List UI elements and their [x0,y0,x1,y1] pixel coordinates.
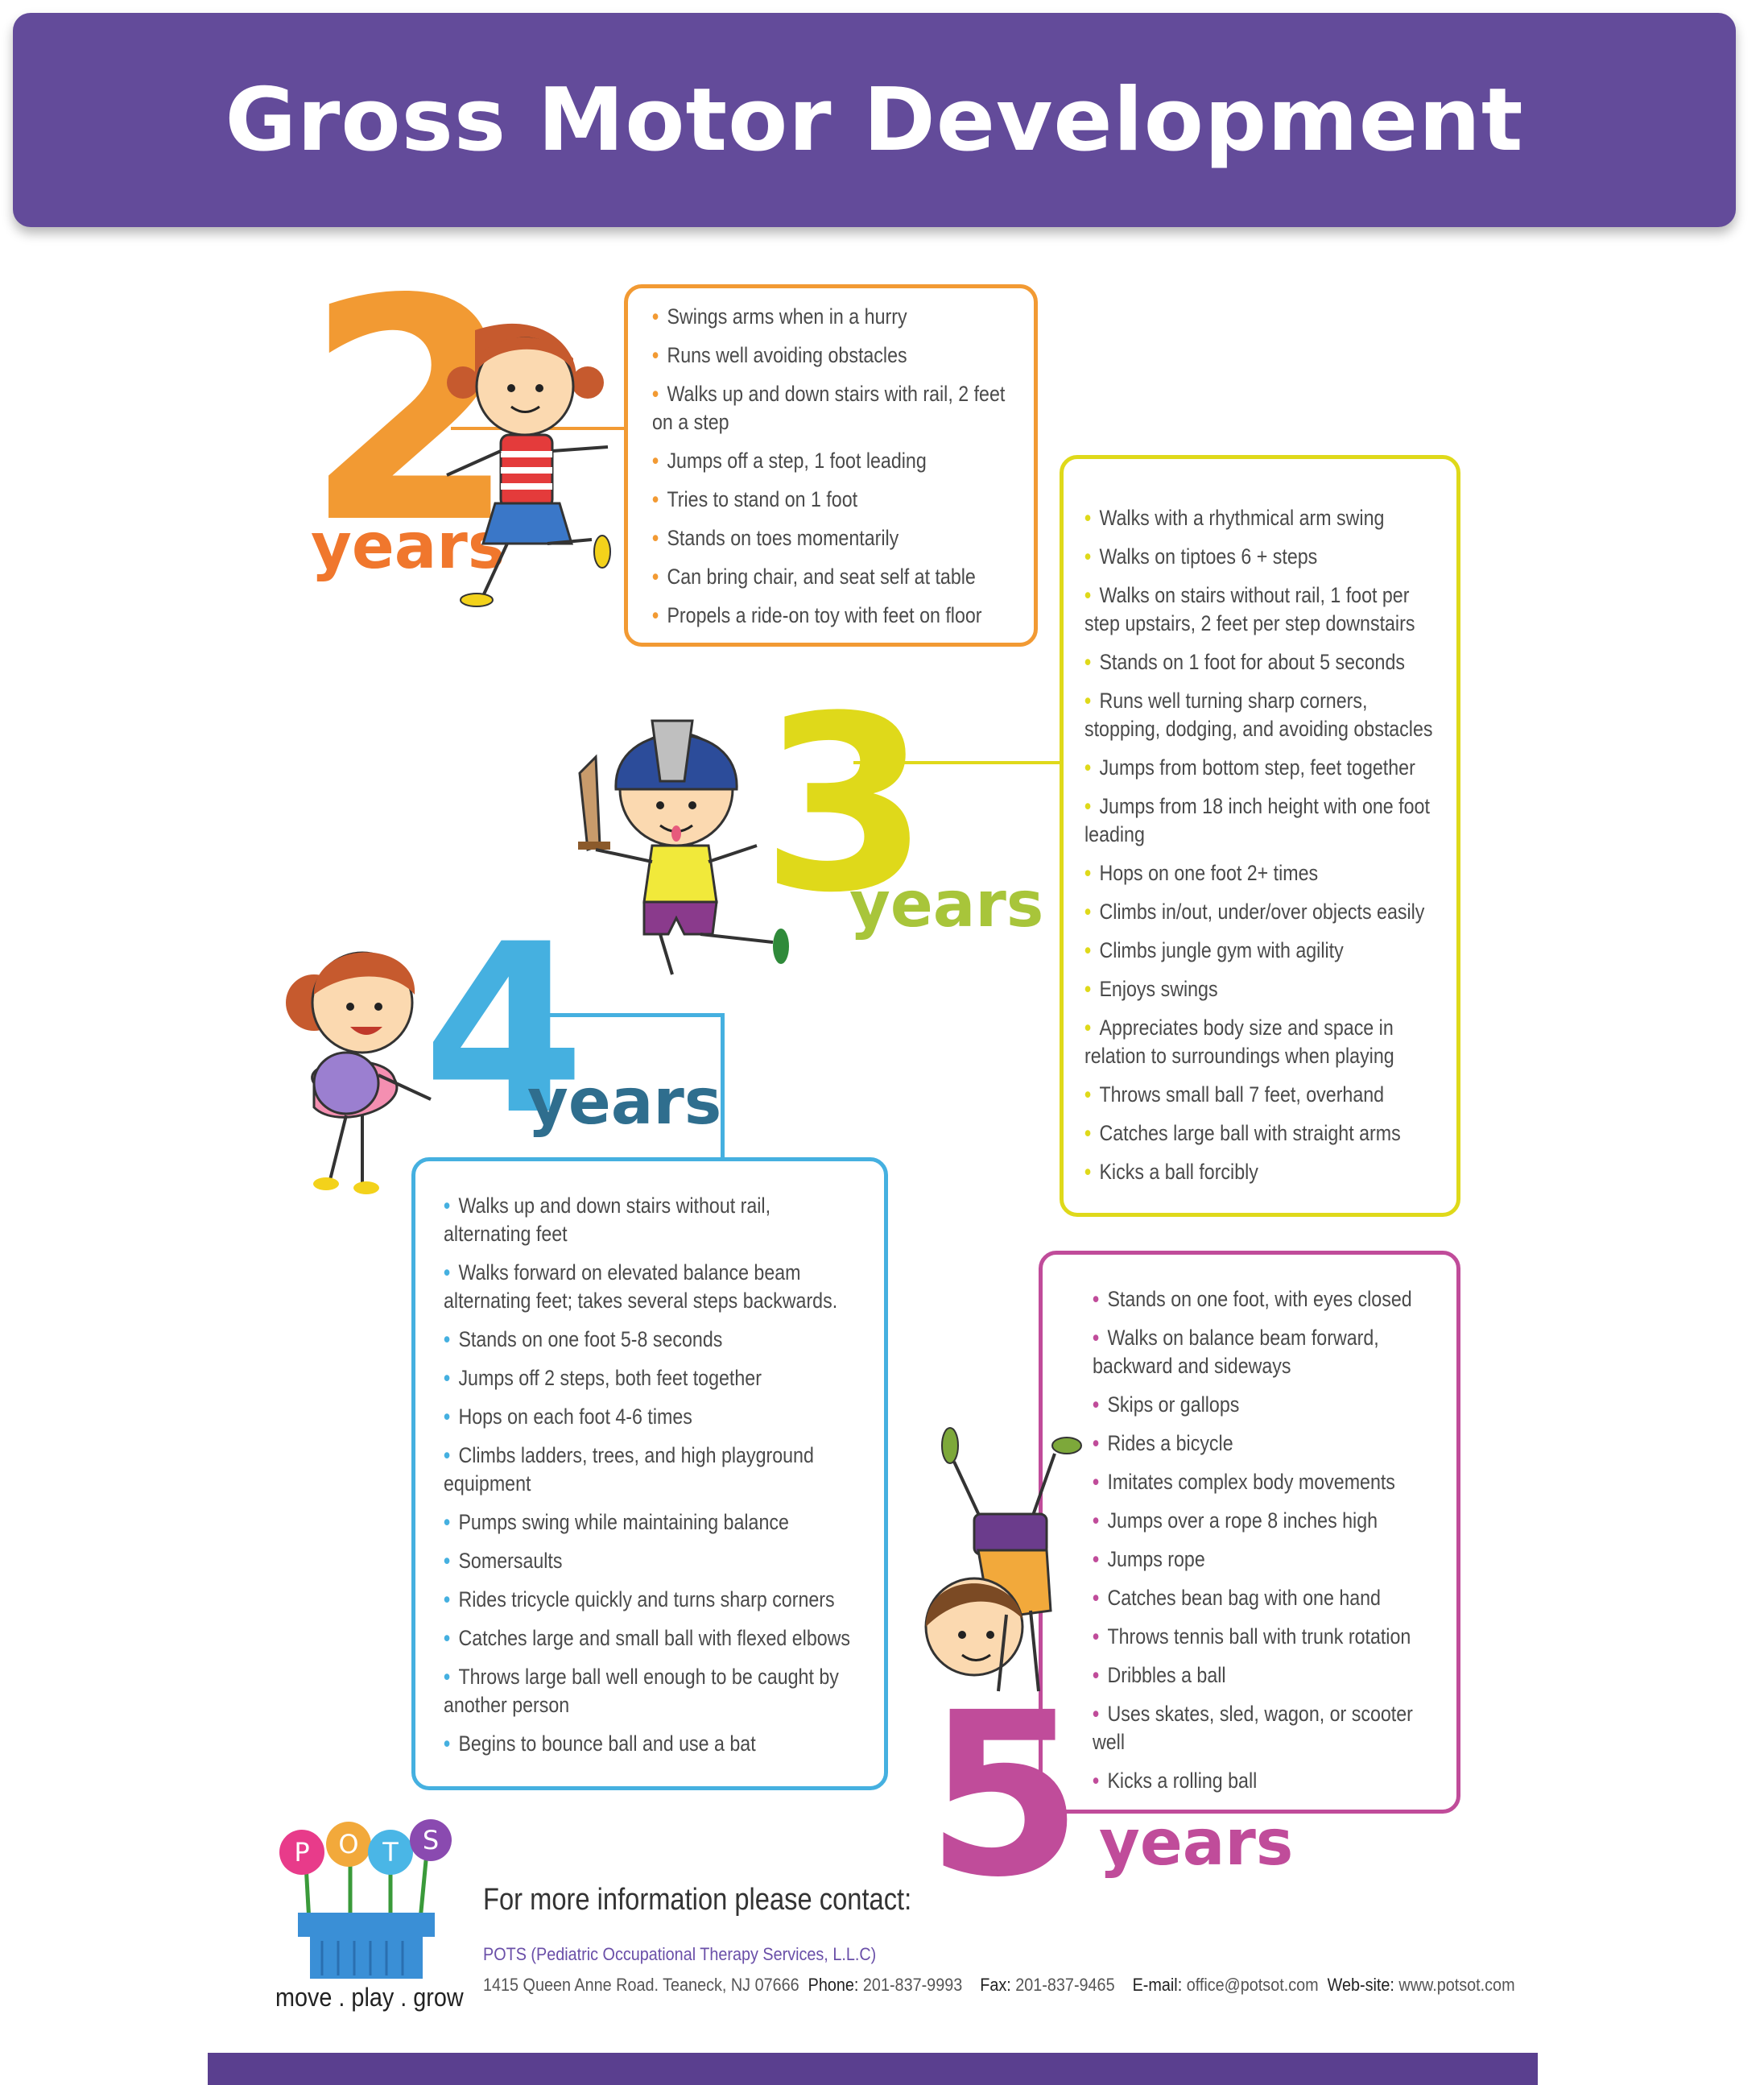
age-two-number: 2 [304,234,518,590]
list-item: •Imitates complex body movements [1093,1470,1395,1494]
list-item: •Can bring chair, and seat self at table [652,565,976,589]
age-three-skills-box: •Walks with a rhythmical arm swing •Walk… [1060,455,1460,1217]
age-three-number: 3 [761,664,929,945]
age-five-label: years [1099,1807,1294,1880]
email-label: E-mail: [1132,1975,1183,1995]
list-item: •Rides a bicycle [1093,1431,1233,1455]
list-item: •Catches bean bag with one hand [1093,1586,1381,1610]
pots-logo: P O T S [279,1819,452,1979]
list-item: •Catches large ball with straight arms [1084,1121,1401,1145]
list-item: •Tries to stand on 1 foot [652,487,858,511]
age-four-number: 4 [423,895,585,1166]
list-item: •Stands on one foot, with eyes closed [1093,1287,1412,1311]
age-two-label: years [311,511,506,583]
list-item: •Walks on tiptoes 6 + steps [1084,544,1318,569]
contact-org: POTS (Pediatric Occupational Therapy Ser… [483,1944,877,1964]
page-title: Gross Motor Development [225,69,1524,171]
list-item: •Stands on 1 foot for about 5 seconds [1084,650,1405,674]
list-item: •Somersaults [444,1549,563,1573]
boy-helmet-illustration [578,719,789,975]
footer-bar [208,2053,1538,2085]
list-item: •Jumps over a rope 8 inches high [1093,1508,1378,1533]
list-item: •Stands on toes momentarily [652,526,899,550]
list-item: •Jumps rope [1093,1547,1205,1571]
age-four-connector-side [721,1013,725,1158]
list-item: •Climbs ladders, trees, and high playgro… [444,1443,814,1495]
list-item: •Kicks a rolling ball [1093,1769,1258,1793]
list-item: •Propels a ride-on toy with feet on floo… [652,603,982,627]
logo-letter-p: P [294,1837,309,1868]
fax-number: 201-837-9465 [1015,1975,1115,1995]
list-item: •Pumps swing while maintaining balance [444,1510,789,1534]
list-item: •Walks up and down stairs with rail, 2 f… [652,382,1006,434]
list-item: •Hops on one foot 2+ times [1084,861,1319,885]
list-item: •Jumps off a step, 1 foot leading [652,449,927,473]
age-four-connector-top [515,1013,725,1017]
logo-letter-t: T [382,1837,399,1868]
list-item: •Jumps from 18 inch height with one foot… [1084,794,1430,846]
age-three-connector [853,761,1064,764]
email-link[interactable]: office@potsot.com [1186,1975,1319,1995]
list-item: •Rides tricycle quickly and turns sharp … [444,1587,835,1611]
list-item: •Throws small ball 7 feet, overhand [1084,1082,1385,1107]
logo-letter-o: O [338,1829,358,1860]
list-item: •Catches large and small ball with flexe… [444,1626,851,1650]
phone-label: Phone: [808,1975,859,1995]
list-item: •Walks on balance beam forward, backward… [1093,1326,1379,1378]
logo-letter-s: S [423,1825,439,1855]
list-item: •Throws tennis ball with trunk rotation [1093,1624,1411,1649]
age-four-skills-box: •Walks up and down stairs without rail, … [411,1157,888,1790]
list-item: •Climbs jungle gym with agility [1084,938,1344,962]
list-item: •Enjoys swings [1084,977,1218,1001]
list-item: •Hops on each foot 4-6 times [444,1404,692,1429]
age-four-label: years [527,1066,722,1139]
list-item: •Appreciates body size and space in rela… [1084,1016,1394,1068]
boy-handstand-illustration [924,1427,1082,1692]
list-item: •Runs well turning sharp corners, stoppi… [1084,689,1433,741]
list-item: •Kicks a ball forcibly [1084,1160,1258,1184]
girl-running-illustration [446,323,611,607]
fax-label: Fax: [980,1975,1011,1995]
age-three-label: years [849,869,1044,941]
contact-address: 1415 Queen Anne Road. Teaneck, NJ 07666 [483,1975,799,1995]
contact-heading: For more information please contact: [483,1883,912,1917]
list-item: •Jumps off 2 steps, both feet together [444,1366,762,1390]
title-banner: Gross Motor Development [13,13,1736,227]
list-item: •Walks with a rhythmical arm swing [1084,506,1385,530]
phone-number: 201-837-9993 [862,1975,963,1995]
list-item: •Runs well avoiding obstacles [652,343,907,367]
list-item: •Throws large ball well enough to be cau… [444,1665,839,1717]
list-item: •Uses skates, sled, wagon, or scooter we… [1093,1702,1413,1754]
contact-details: 1415 Queen Anne Road. Teaneck, NJ 07666 … [483,1975,1515,1996]
girl-dancing-illustration [286,951,432,1194]
website-label: Web-site: [1327,1975,1394,1995]
list-item: •Dribbles a ball [1093,1663,1226,1687]
age-five-number: 5 [926,1665,1083,1927]
age-two-skills-box: •Swings arms when in a hurry •Runs well … [624,284,1038,647]
list-item: •Climbs in/out, under/over objects easil… [1084,900,1425,924]
list-item: •Jumps from bottom step, feet together [1084,755,1415,780]
website-link[interactable]: www.potsot.com [1398,1975,1515,1995]
list-item: •Swings arms when in a hurry [652,304,907,329]
list-item: •Begins to bounce ball and use a bat [444,1731,756,1756]
logo-tagline: move . play . grow [275,1983,464,2012]
list-item: •Walks up and down stairs without rail, … [444,1193,771,1246]
list-item: •Walks forward on elevated balance beam … [444,1260,838,1313]
list-item: •Walks on stairs without rail, 1 foot pe… [1084,583,1415,635]
list-item: •Skips or gallops [1093,1392,1240,1417]
list-item: •Stands on one foot 5-8 seconds [444,1327,723,1351]
